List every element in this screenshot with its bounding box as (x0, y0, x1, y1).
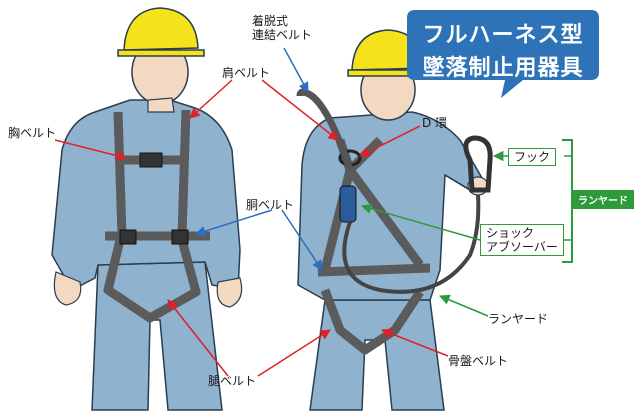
lanyard-group-tag: ランヤード (572, 190, 634, 209)
label-leg-belt: 腿ベルト (208, 374, 257, 388)
speech-bubble-shape (407, 10, 599, 98)
label-pelvic-belt: 骨盤ベルト (448, 354, 509, 368)
back-worker (296, 29, 493, 411)
label-detachable-belt-line2: 連結ベルト (252, 28, 313, 42)
label-torso-belt: 胴ベルト (246, 198, 295, 212)
front-worker (51, 7, 243, 411)
label-shock-absorber-line1: ショック (486, 226, 535, 240)
label-hook: フック (508, 148, 557, 166)
label-detachable-belt: 着脱式 連結ベルト (252, 14, 312, 42)
label-chest-belt: 胸ベルト (8, 126, 57, 140)
label-lanyard: ランヤード (488, 312, 549, 326)
title-line-2: 墜落制止用器具 (422, 56, 584, 81)
label-shock-absorber-line2: アブソーバー (486, 240, 558, 254)
title-line-1: フルハーネス型 (422, 23, 584, 48)
label-d-ring: D 環 (422, 116, 448, 130)
label-detachable-belt-line1: 着脱式 (252, 14, 289, 28)
label-shoulder-belt: 肩ベルト (222, 66, 271, 80)
label-shock-absorber: ショック アブソーバー (480, 224, 564, 256)
title-bubble: フルハーネス型 墜落制止用器具 (405, 8, 601, 100)
